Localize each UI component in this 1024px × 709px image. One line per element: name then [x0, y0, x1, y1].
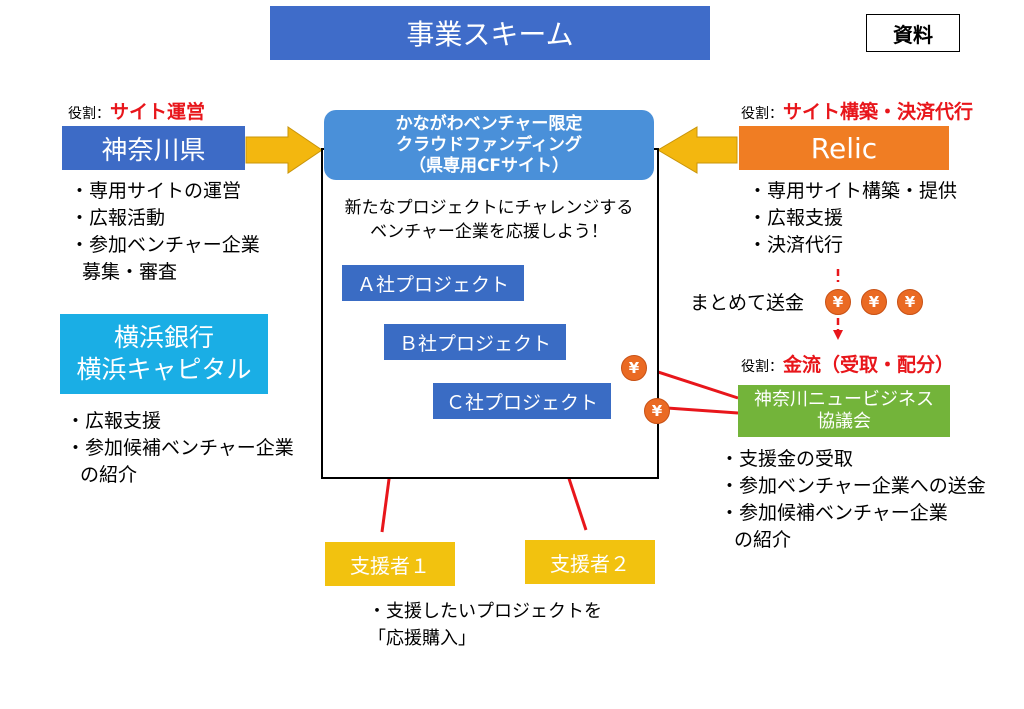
supporter-2: 支援者２ — [525, 540, 655, 584]
yen-coin-icon: ¥ — [825, 289, 851, 315]
supporter-note: ・支援したいプロジェクトを 「応援購入」 — [368, 601, 602, 649]
relic-box: Relic — [739, 126, 949, 170]
council-role: 役割：金流（受取・配分） — [741, 354, 955, 376]
project-a[interactable]: Ａ社プロジェクト — [342, 265, 524, 301]
gold-arrow-left — [245, 126, 323, 174]
yen-coin-icon: ¥ — [621, 355, 647, 381]
kanagawa-bullets: ・専用サイトの運営 ・広報活動 ・参加ベンチャー企業 募集・審査 — [70, 180, 260, 283]
council-bullets: ・支援金の受取 ・参加ベンチャー企業への送金 ・参加候補ベンチャー企業 の紹介 — [720, 448, 986, 551]
remittance-label: まとめて送金 — [690, 292, 805, 314]
relic-bullets: ・専用サイト構築・提供 ・広報支援 ・決済代行 — [748, 180, 958, 256]
project-b[interactable]: Ｂ社プロジェクト — [384, 324, 566, 360]
kanagawa-role: 役割：サイト運営 — [68, 101, 206, 123]
relic-role: 役割：サイト構築・決済代行 — [741, 101, 974, 123]
cf-site-intro: 新たなプロジェクトにチャレンジする ベンチャー企業を応援しよう！ — [344, 198, 634, 242]
document-label: 資料 — [866, 14, 960, 52]
cf-site-frame — [321, 148, 659, 479]
bank-bullets: ・広報支援 ・参加候補ベンチャー企業 の紹介 — [66, 410, 294, 486]
yen-coin-icon: ¥ — [644, 398, 670, 424]
yen-coin-icon: ¥ — [897, 289, 923, 315]
kanagawa-box: 神奈川県 — [62, 126, 245, 170]
bank-box: 横浜銀行 横浜キャピタル — [60, 314, 268, 394]
project-c[interactable]: Ｃ社プロジェクト — [433, 383, 611, 419]
council-box: 神奈川ニュービジネス 協議会 — [738, 385, 950, 437]
yen-coin-icon: ¥ — [861, 289, 887, 315]
gold-arrow-right — [657, 126, 738, 174]
cf-site-header: かながわベンチャー限定 クラウドファンディング （県専用CFサイト） — [324, 110, 654, 180]
page-title: 事業スキーム — [270, 6, 710, 60]
supporter-1: 支援者１ — [325, 542, 455, 586]
